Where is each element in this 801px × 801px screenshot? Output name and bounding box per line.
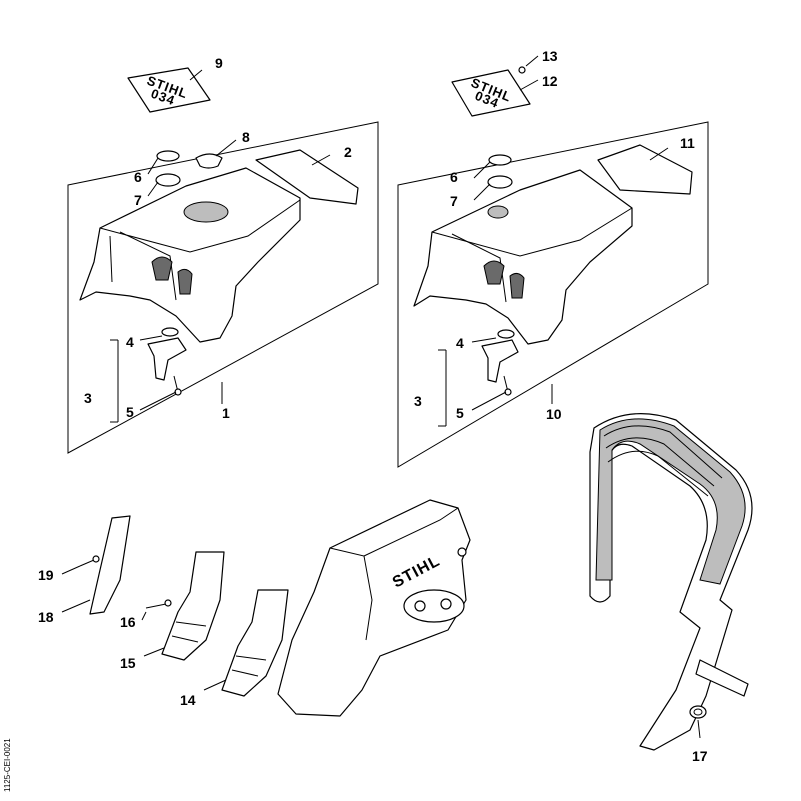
callout-6-right: 6 — [450, 169, 458, 185]
part-6-right — [488, 154, 512, 166]
callout-4: 4 — [126, 334, 134, 350]
callout-labels: 1 2 3 4 5 6 7 8 9 10 11 12 13 14 15 16 1… — [38, 48, 708, 764]
decal-9: STIHL 034 — [127, 67, 211, 113]
part-2 — [255, 149, 359, 205]
shroud-body-right — [413, 169, 633, 345]
part-4-ring-right — [497, 329, 515, 339]
shroud-assembly-left: STIHL 034 — [67, 67, 379, 454]
part-14 — [221, 589, 289, 697]
callout-17: 17 — [692, 748, 708, 764]
callout-14: 14 — [180, 692, 196, 708]
part-18 — [89, 515, 131, 615]
callout-6: 6 — [134, 169, 142, 185]
chain-cover-body — [277, 499, 471, 717]
hand-guard-parts — [61, 515, 289, 697]
callout-2: 2 — [344, 144, 352, 160]
callout-5: 5 — [126, 404, 134, 420]
callout-3-right: 3 — [414, 393, 422, 409]
shroud-body-left — [79, 167, 301, 343]
part-7-right — [487, 175, 513, 189]
assembly-frame-right — [397, 121, 709, 468]
callout-3: 3 — [84, 390, 92, 406]
decal-12: STIHL 034 — [451, 69, 531, 117]
bar-mount-plate — [403, 589, 465, 623]
part-16 — [145, 599, 172, 609]
part-17 — [689, 705, 707, 719]
front-handle — [589, 413, 753, 751]
part-13 — [518, 66, 526, 74]
callout-13: 13 — [542, 48, 558, 64]
drawing-code: 1125-CEI-0021 — [3, 738, 12, 792]
callout-7-right: 7 — [450, 193, 458, 209]
callout-8: 8 — [242, 129, 250, 145]
callout-18: 18 — [38, 609, 54, 625]
callout-5-right: 5 — [456, 405, 464, 421]
callout-7: 7 — [134, 192, 142, 208]
part-7 — [155, 173, 181, 187]
assembly-frame-left — [67, 121, 379, 454]
part-4-ring — [161, 327, 179, 337]
callout-16: 16 — [120, 614, 136, 630]
part-4 — [147, 337, 187, 381]
handle-brace — [695, 659, 749, 697]
callout-15: 15 — [120, 655, 136, 671]
callout-12: 12 — [542, 73, 558, 89]
part-15 — [161, 551, 225, 661]
shroud-assembly-right: STIHL 034 — [397, 55, 709, 468]
callout-9: 9 — [215, 55, 223, 71]
part-4-right — [481, 339, 519, 383]
callout-19: 19 — [38, 567, 54, 583]
handle-grip — [595, 418, 746, 585]
part-8 — [195, 153, 223, 169]
callout-10: 10 — [546, 406, 562, 422]
part-6 — [156, 150, 180, 162]
chain-sprocket-cover: STIHL — [277, 499, 471, 717]
callout-4-right: 4 — [456, 335, 464, 351]
part-19 — [79, 555, 100, 567]
part-11 — [597, 144, 693, 195]
callout-11: 11 — [680, 135, 695, 151]
callout-1: 1 — [222, 405, 230, 421]
